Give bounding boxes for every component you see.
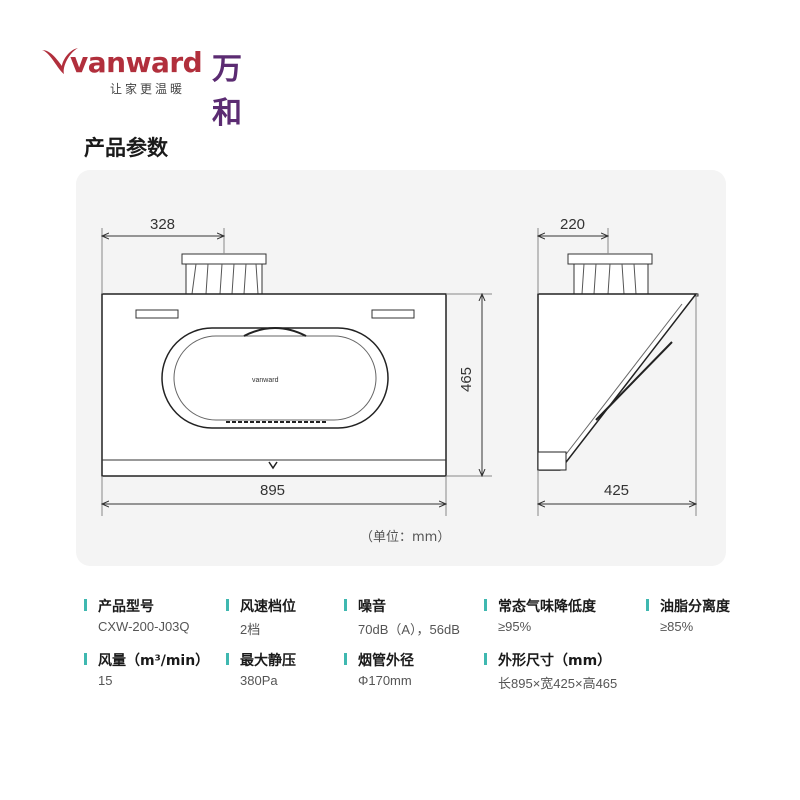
svg-text:vanward: vanward — [252, 377, 279, 384]
side-view — [538, 228, 699, 516]
front-duct-offset-label: 328 — [150, 216, 176, 233]
spec-accent-bar — [646, 599, 649, 611]
spec-value: ≥95% — [498, 619, 532, 634]
spec-label: 常态气味降低度 — [498, 599, 596, 615]
spec-label: 噪音 — [358, 599, 386, 615]
spec-value: 2档 — [240, 622, 261, 637]
unit-note: （单位：mm） — [360, 530, 451, 545]
spec-label: 油脂分离度 — [660, 599, 730, 615]
dimension-drawing-panel: vanward — [76, 170, 726, 566]
spec-value: Φ170mm — [358, 673, 412, 688]
front-width-label: 895 — [260, 482, 286, 499]
front-height-label: 465 — [458, 366, 475, 392]
spec-label: 烟管外径 — [358, 653, 414, 669]
logo-wordmark: vanward — [70, 46, 203, 79]
section-title: 产品参数 — [84, 136, 168, 160]
spec-accent-bar — [226, 653, 229, 665]
side-duct-offset-label: 220 — [560, 216, 586, 233]
logo-slogan: 让家更温暖 — [110, 82, 186, 96]
spec-accent-bar — [484, 599, 487, 611]
spec-accent-bar — [226, 599, 229, 611]
spec-accent-bar — [344, 599, 347, 611]
spec-value: 长895×宽425×高465 — [498, 676, 618, 691]
spec-accent-bar — [84, 653, 87, 665]
spec-value: 70dB（A），56dB — [358, 622, 460, 637]
spec-value: 15 — [98, 673, 113, 688]
spec-label: 风量（m³/min） — [98, 653, 210, 669]
dimension-drawing: vanward — [76, 228, 699, 516]
logo-chinese-name: 万和 — [212, 52, 242, 131]
spec-accent-bar — [84, 599, 87, 611]
spec-value: 380Pa — [240, 673, 278, 688]
spec-label: 最大静压 — [240, 653, 296, 669]
front-view: vanward — [102, 228, 492, 516]
side-depth-label: 425 — [604, 482, 630, 499]
spec-accent-bar — [344, 653, 347, 665]
spec-label: 外形尺寸（mm） — [498, 653, 612, 669]
spec-label: 产品型号 — [98, 599, 154, 615]
logo-swoosh-icon — [42, 48, 78, 74]
spec-value: CXW-200-J03Q — [98, 619, 190, 634]
spec-accent-bar — [484, 653, 487, 665]
brand-logo: vanward 万和 让家更温暖 — [40, 40, 270, 131]
spec-label: 风速档位 — [240, 599, 296, 615]
spec-value: ≥85% — [660, 619, 694, 634]
